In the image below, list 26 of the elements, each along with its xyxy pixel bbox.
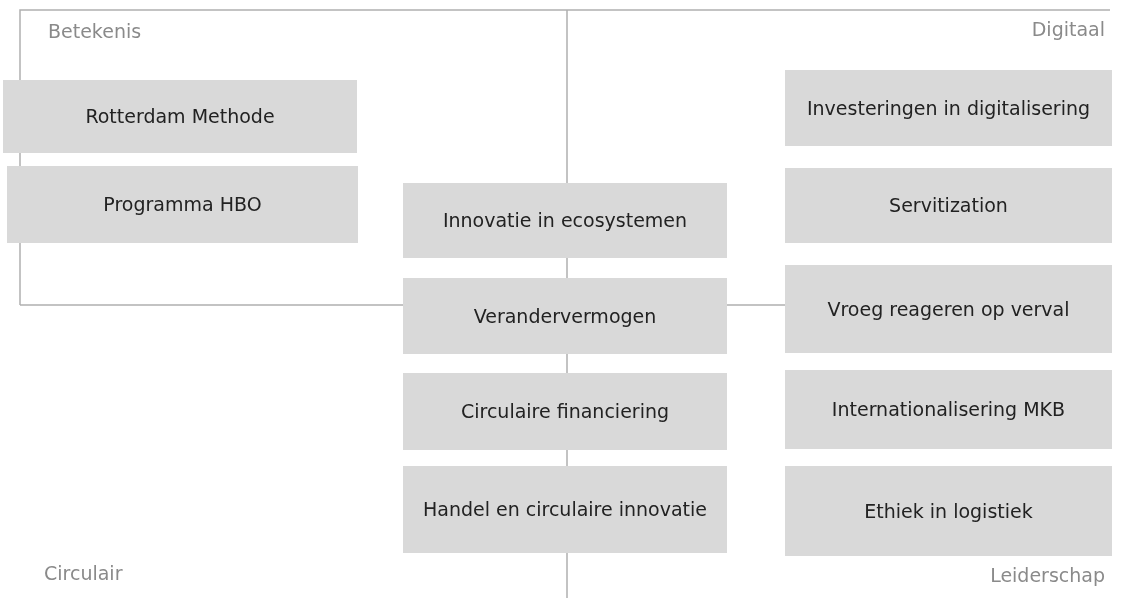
topic-box	[403, 278, 727, 354]
topic-box	[785, 265, 1112, 353]
topic-text: Ethiek in logistiek	[864, 498, 1033, 524]
topic-box	[403, 183, 727, 258]
topic-text: Internationalisering MKB	[831, 397, 1066, 423]
topic-text: Vroeg reageren op verval	[827, 296, 1070, 322]
topic-box	[785, 168, 1112, 243]
quadrant-label: Digitaal	[1031, 18, 1105, 40]
topic-text: Investeringen in digitalisering	[806, 95, 1091, 121]
topic-text: Circulaire financiering	[460, 399, 670, 425]
quadrant-label: Betekenis	[48, 20, 142, 42]
topic-box	[785, 70, 1112, 146]
topic-box	[785, 466, 1112, 556]
topic-text: Verandervermogen	[473, 303, 657, 329]
topic-box	[403, 373, 727, 450]
quadrant-label: Circulair	[44, 562, 123, 584]
topic-text: Rotterdam Methode	[85, 104, 275, 130]
quadrant-label: Leiderschap	[990, 564, 1105, 586]
topic-box	[7, 166, 358, 243]
topic-text: Innovatie in ecosystemen	[442, 208, 688, 234]
topic-text: Handel en circulaire innovatie	[422, 497, 707, 523]
topic-text: Servitization	[889, 193, 1008, 219]
topic-text: Programma HBO	[103, 192, 262, 218]
topic-box	[785, 370, 1112, 449]
topic-box	[403, 466, 727, 553]
topic-box	[3, 80, 357, 153]
